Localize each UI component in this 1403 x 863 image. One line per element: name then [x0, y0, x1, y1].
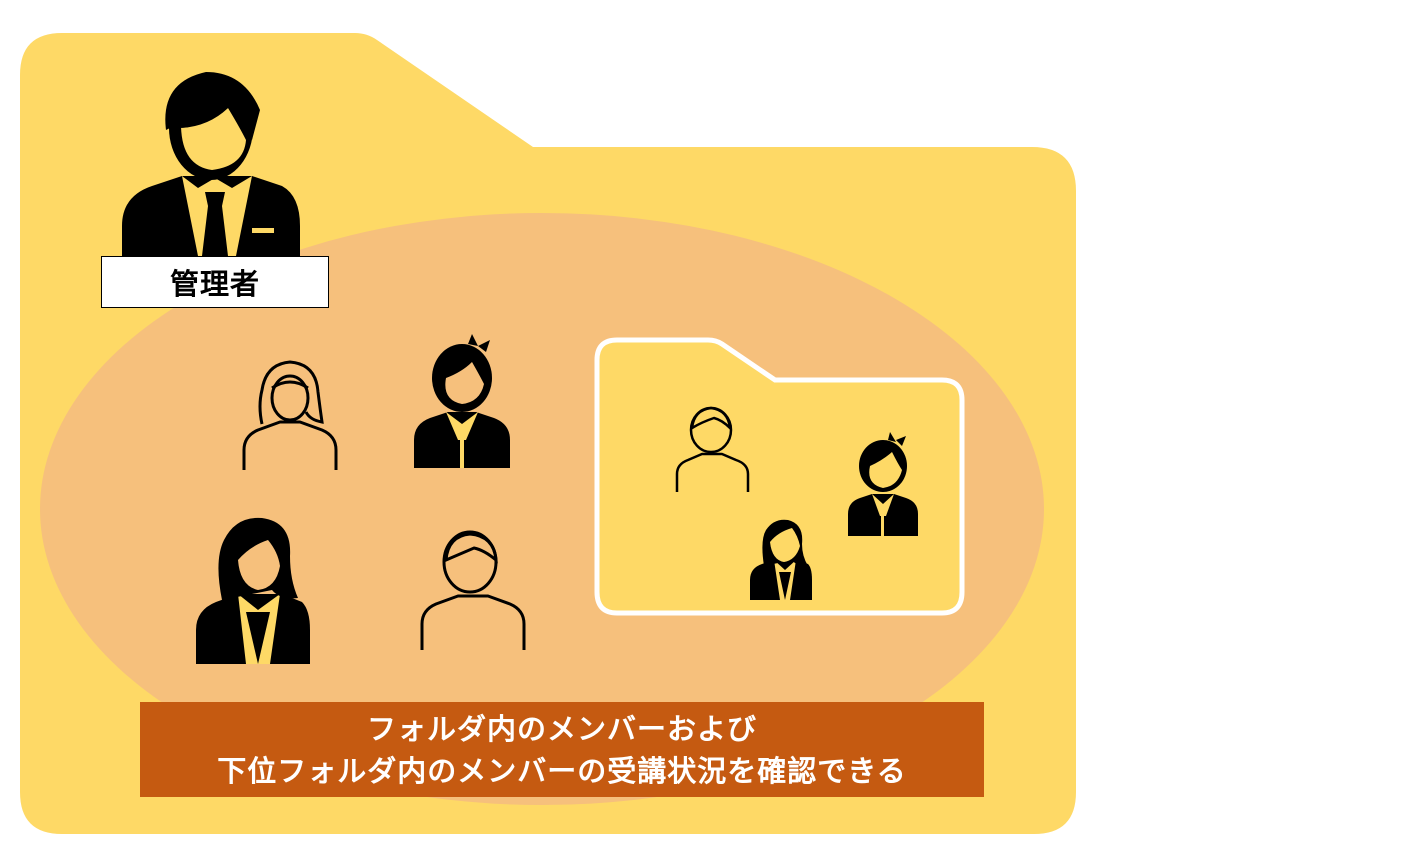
subfolder-shape — [594, 337, 965, 616]
subfolder-member-man-outline-icon — [675, 406, 750, 492]
subfolder-member-man-solid-icon — [848, 432, 918, 536]
member-man-outline-icon — [420, 530, 526, 650]
caption-box: フォルダ内のメンバーおよび 下位フォルダ内のメンバーの受講状況を確認できる — [140, 702, 984, 797]
caption-line-2: 下位フォルダ内のメンバーの受講状況を確認できる — [217, 753, 907, 788]
member-man-solid-icon — [414, 334, 510, 468]
manager-icon — [122, 72, 300, 256]
admin-label: 管理者 — [101, 256, 329, 308]
member-woman-outline-icon — [242, 360, 338, 470]
caption-line-1: フォルダ内のメンバーおよび — [366, 711, 757, 746]
subfolder-member-woman-solid-icon — [750, 519, 812, 600]
member-woman-solid-icon — [196, 517, 310, 664]
